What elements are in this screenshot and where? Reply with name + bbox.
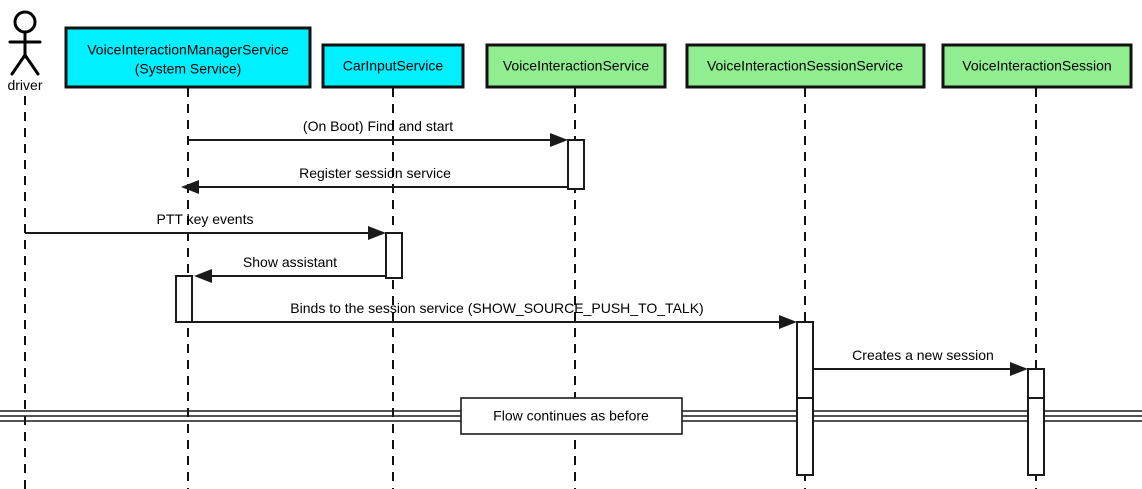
activation-bar-vis[interactable] [567, 139, 585, 190]
activation-bar-vims[interactable] [175, 275, 193, 323]
activation-bar-viss-overlay[interactable] [796, 397, 814, 476]
participant-label-vis: VoiceInteractionService [503, 58, 650, 74]
message-label-m6: Creates a new session [852, 347, 994, 363]
participant-label-viss: VoiceInteractionSessionService [707, 58, 903, 74]
message-arrowhead-m5 [779, 315, 797, 329]
message-label-m5: Binds to the session service (SHOW_SOURC… [290, 300, 703, 316]
message-arrowhead-m4 [194, 269, 212, 283]
actor-leg-right-icon [23, 53, 40, 76]
participant-box-vims[interactable] [64, 26, 312, 89]
message-binds-to-session-service[interactable]: Binds to the session service (SHOW_SOURC… [176, 300, 797, 329]
activation-bar-carinput[interactable] [385, 232, 403, 279]
actor-leg-left-icon [10, 53, 27, 76]
activation-bar-visession-overlay[interactable] [1027, 397, 1045, 476]
participant-label-visession: VoiceInteractionSession [962, 58, 1111, 74]
actor-driver[interactable]: driver [7, 10, 43, 93]
participant-box-carinput[interactable] [321, 43, 465, 89]
message-on-boot-find-and-start[interactable]: (On Boot) Find and start [188, 118, 568, 147]
message-arrowhead-m1 [550, 133, 568, 147]
message-label-m4: Show assistant [243, 254, 337, 270]
message-arrowhead-m3 [368, 226, 386, 240]
message-label-m1: (On Boot) Find and start [303, 118, 453, 134]
participant-vims[interactable]: VoiceInteractionManagerService (System S… [64, 26, 312, 89]
participant-box-visession[interactable] [941, 43, 1133, 89]
message-label-m2: Register session service [299, 165, 451, 181]
participant-label-vims-line1: VoiceInteractionManagerService [87, 42, 289, 58]
flow-divider: Flow continues as before [0, 397, 1142, 435]
participant-label-carinput: CarInputService [343, 58, 444, 74]
participant-viss[interactable]: VoiceInteractionSessionService [685, 43, 926, 89]
participant-carinput[interactable]: CarInputService [321, 43, 465, 89]
actor-head-icon [13, 10, 37, 34]
participant-box-viss[interactable] [685, 43, 926, 89]
participant-vis[interactable]: VoiceInteractionService [485, 43, 667, 89]
divider-label-box [460, 397, 683, 435]
message-arrowhead-m2 [181, 180, 199, 194]
message-ptt-key-events[interactable]: PTT key events [25, 211, 386, 240]
participant-label-vims-line2: (System Service) [135, 61, 242, 77]
message-creates-a-new-session[interactable]: Creates a new session [813, 347, 1028, 376]
message-arrowhead-m6 [1010, 362, 1028, 376]
divider-label-text: Flow continues as before [493, 408, 649, 424]
message-label-m3: PTT key events [156, 211, 253, 227]
actor-label: driver [7, 77, 42, 93]
participant-box-vis[interactable] [485, 43, 667, 89]
message-show-assistant[interactable]: Show assistant [194, 254, 386, 283]
messages-group: (On Boot) Find and start Register sessio… [25, 118, 1028, 376]
message-register-session-service[interactable]: Register session service [181, 165, 568, 194]
activations-overlay-group [796, 397, 1045, 476]
participant-visession[interactable]: VoiceInteractionSession [941, 43, 1133, 89]
